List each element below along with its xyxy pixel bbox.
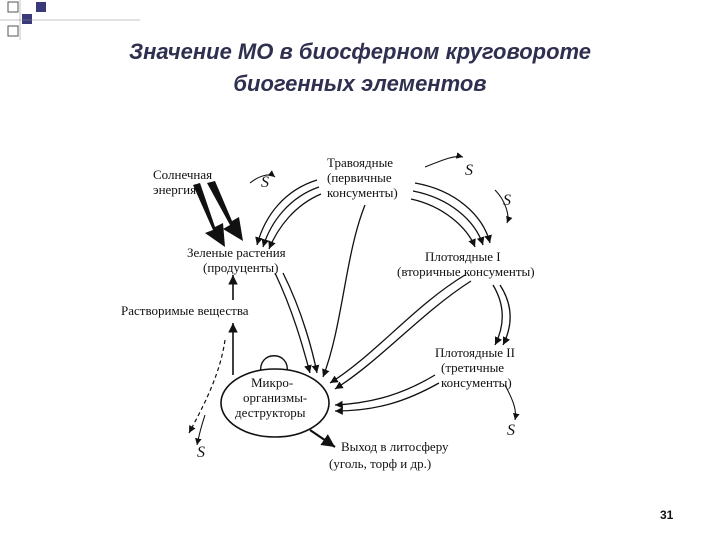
carnivores1-label-1: Плотоядные I bbox=[425, 249, 501, 264]
corner-decoration bbox=[0, 0, 140, 40]
microorganisms-label-2: организмы- bbox=[243, 390, 307, 405]
herbivores-label-1: Травоядные bbox=[327, 155, 393, 170]
sun-label-2: энергия bbox=[153, 182, 196, 197]
lithosphere-label-1: Выход в литосферу bbox=[341, 439, 449, 454]
sun-label-1: Солнечная bbox=[153, 167, 212, 182]
carnivores2-label-3: консументы) bbox=[441, 375, 512, 390]
carnivores2-label-1: Плотоядные II bbox=[435, 345, 515, 360]
microorganisms-label-1: Микро- bbox=[251, 375, 293, 390]
s-label-2: S bbox=[465, 162, 473, 179]
herbivores-to-carnivores1-arrows bbox=[410, 182, 492, 248]
microorganisms-node bbox=[220, 368, 330, 438]
green-plants-label-1: Зеленые растения bbox=[187, 245, 286, 260]
herbivores-to-plants-arrows bbox=[255, 179, 322, 250]
microbe-self-loop bbox=[260, 355, 288, 374]
lithosphere-label-2: (уголь, торф и др.) bbox=[329, 456, 431, 471]
biosphere-cycle-diagram: Солнечная энергия Зеленые растения (прод… bbox=[121, 152, 535, 471]
s-label-1: S bbox=[261, 174, 269, 191]
herbivores-label-2: (первичные bbox=[327, 170, 392, 185]
title-line-2: биогенных элементов bbox=[233, 71, 487, 96]
s-label-4: S bbox=[507, 422, 515, 439]
carnivores1-label-2: (вторичные консументы) bbox=[397, 264, 535, 279]
sun-energy-arrows bbox=[193, 181, 243, 247]
herbivores-label-3: консументы) bbox=[327, 185, 398, 200]
carnivores2-label-2: (третичные bbox=[441, 360, 504, 375]
microorganisms-label-3: деструкторы bbox=[235, 405, 306, 420]
s-label-3: S bbox=[503, 192, 511, 209]
loss-dashed-arrow bbox=[188, 339, 226, 434]
soluble-substances-label: Растворимые вещества bbox=[121, 303, 249, 318]
s-loss-arrows bbox=[195, 152, 520, 446]
s-label-5: S bbox=[197, 444, 205, 461]
slide-title: Значение МО в биосферном круговороте био… bbox=[40, 36, 680, 100]
lithosphere-arrow bbox=[309, 429, 336, 448]
page-number: 31 bbox=[660, 508, 674, 522]
green-plants-label-2: (продуценты) bbox=[203, 260, 278, 275]
title-line-1: Значение МО в биосферном круговороте bbox=[128, 39, 592, 64]
decomposition-arrows bbox=[274, 204, 472, 415]
carnivores1-to-carnivores2-arrows bbox=[492, 284, 511, 346]
